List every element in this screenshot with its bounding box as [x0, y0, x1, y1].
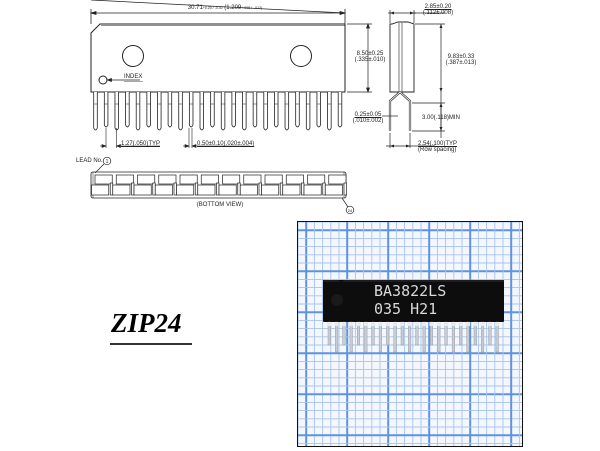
lead-thickness-mm: 0.25±0.05: [354, 112, 382, 118]
dim-lead-length: 3.00(.118)MIN: [422, 115, 460, 121]
height-mm: 8.50±0.25: [356, 51, 384, 57]
thickness-inch: (.112±.008): [422, 10, 454, 16]
height-inch: (.335±.010): [354, 57, 386, 63]
chip-photo: BA3822LS 035 H21: [297, 221, 523, 447]
bottom-view-label: (BOTTOM VIEW): [196, 202, 244, 208]
dim-overall-length: 30.71+0.20 / -0.30 (1.209+.008 / -.012): [180, 5, 270, 11]
graph-paper-grid: [298, 222, 522, 446]
dim-lead-thickness: 0.25±0.05 (.010±.002): [352, 112, 384, 124]
length-mm: 30.71: [187, 5, 203, 11]
lead-no-label: LEAD No.: [76, 158, 103, 164]
dim-side-thickness: 2.85±0.20 (.112±.008): [418, 4, 458, 16]
package-name-label: ZIP24: [111, 308, 182, 338]
dim-row-spacing: 2.54(.100)TYP (Row spacing): [418, 141, 458, 153]
total-height-mm: 9.83±0.33: [447, 54, 475, 60]
dim-body-height: 8.50±0.25 (.335±.010): [353, 51, 387, 63]
dim-pitch: 1.27(.050)TYP: [121, 141, 160, 147]
row-spacing-value: 2.54(.100)TYP: [418, 141, 458, 147]
length-inch: (1.209: [224, 5, 242, 11]
lead-thickness-inch: (.010±.002): [352, 118, 384, 124]
length-inch-tol: +.008 / -.012): [241, 6, 263, 10]
index-label: INDEX: [124, 74, 143, 80]
lead-length-value: 3.00(.118)MIN: [422, 115, 460, 121]
row-spacing-note: (Row spacing): [418, 147, 457, 153]
lead-1-number: 1: [106, 159, 109, 165]
chip-marking-line2: 035 H21: [374, 300, 438, 318]
thickness-mm: 2.85±0.20: [424, 4, 452, 10]
length-mm-tol: +0.20 / -0.30: [202, 6, 223, 10]
chip-marking-line1: BA3822LS: [374, 282, 447, 300]
dim-total-height: 9.83±0.33 (.387±.013): [440, 54, 482, 66]
total-height-inch: (.387±.013): [445, 60, 477, 66]
lead-width-value: 0.50±0.10(.020±.004): [197, 141, 255, 147]
lead-24-number: 24: [348, 208, 353, 213]
pitch-value: 1.27(.050)TYP: [121, 141, 161, 147]
top-view-drawing: 1 24: [89, 0, 445, 215]
package-name-underline: [110, 343, 192, 345]
dim-lead-width: 0.50±0.10(.020±.004): [197, 141, 254, 147]
